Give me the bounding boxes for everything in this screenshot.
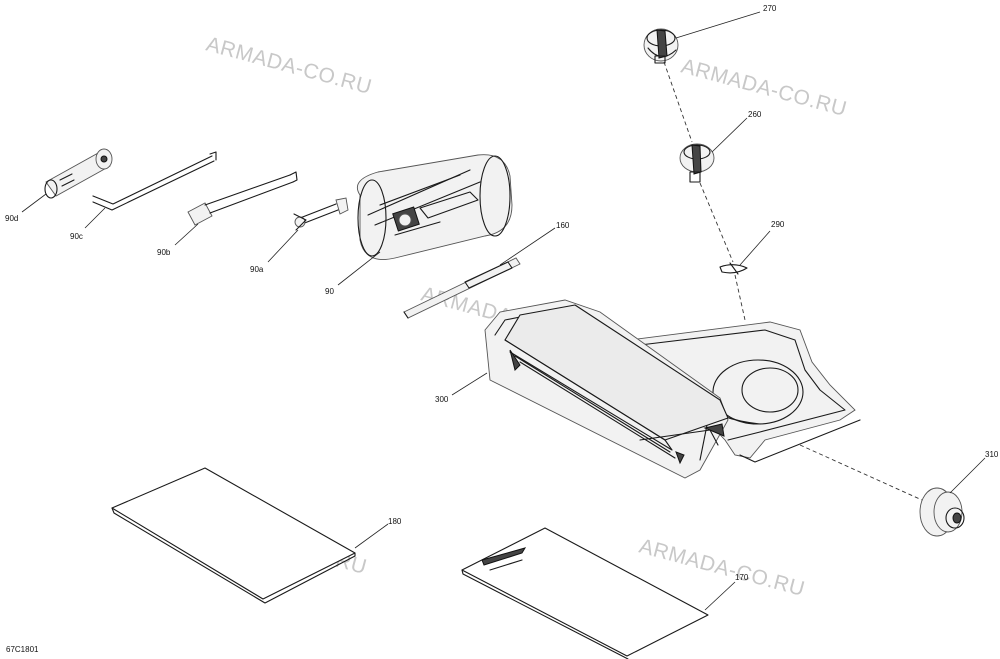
assembly-line-270-260 (663, 61, 693, 143)
assembly-line-tray-310 (799, 444, 923, 501)
leader-180 (354, 523, 389, 549)
leader-270 (675, 11, 761, 39)
part-90d-socket (44, 148, 113, 199)
leader-90c (84, 207, 106, 229)
leader-90b (174, 223, 199, 246)
part-310-cap (919, 487, 965, 537)
leader-260 (711, 117, 748, 153)
leader-90d (21, 193, 47, 213)
part-90b-screwdriver (187, 171, 298, 226)
callout-160: 160 (556, 221, 570, 230)
part-260-knob (679, 143, 715, 183)
leader-300 (451, 372, 488, 396)
callout-90: 90 (325, 287, 334, 296)
callout-90b: 90b (157, 248, 171, 257)
leader-290 (739, 230, 771, 266)
callout-310: 310 (985, 450, 999, 459)
part-90c-l-key (92, 151, 217, 211)
callout-90a: 90a (250, 265, 264, 274)
part-300-case (484, 299, 729, 479)
watermark-1: ARMADA-CO.RU (204, 33, 375, 99)
part-90-tool-bag (356, 154, 513, 260)
part-180-sheet (111, 467, 356, 604)
part-290-clip (719, 262, 748, 275)
callout-170: 170 (735, 573, 749, 582)
callout-290: 290 (771, 220, 785, 229)
part-90a-wrench (293, 197, 349, 231)
callout-300: 300 (435, 395, 449, 404)
watermark-2: ARMADA-CO.RU (679, 55, 850, 121)
callout-90d: 90d (5, 214, 18, 223)
part-170-booklet (461, 527, 709, 659)
callout-180: 180 (388, 517, 402, 526)
callout-260: 260 (748, 110, 762, 119)
part-160-rod (403, 257, 521, 319)
part-270-knob (643, 28, 679, 64)
callout-90c: 90c (70, 232, 83, 241)
leader-90a (267, 229, 299, 263)
leader-170 (704, 581, 736, 611)
leader-310 (949, 457, 986, 494)
callout-270: 270 (763, 4, 777, 13)
diagram-id: 67C1801 (6, 645, 39, 654)
leader-90 (337, 251, 381, 286)
leader-160 (499, 227, 556, 266)
assembly-line-290-tray (734, 274, 746, 321)
storage-tray (629, 321, 861, 463)
assembly-line-260-290 (699, 182, 734, 263)
